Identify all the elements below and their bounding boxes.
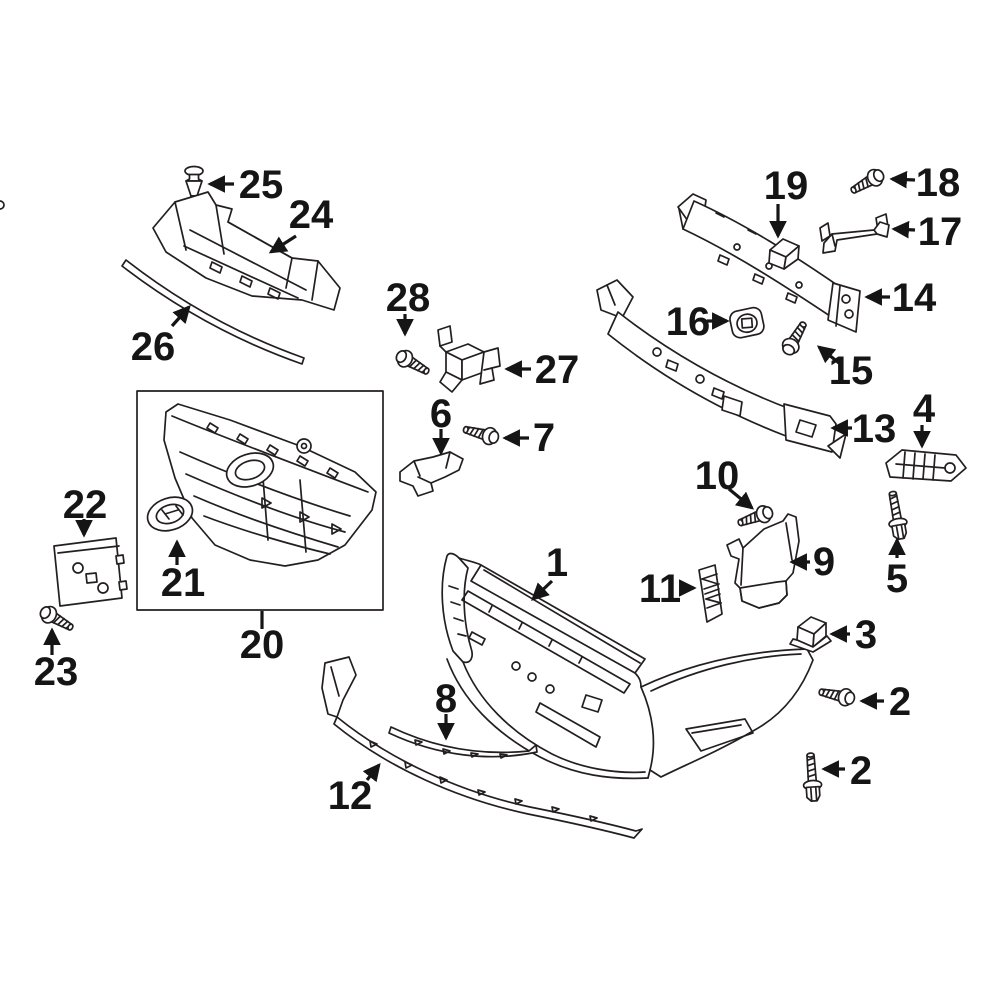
callout-28-label: 28 <box>386 276 431 320</box>
callout-15-label: 15 <box>829 349 874 393</box>
part-4-grid-bracket <box>885 449 967 482</box>
callout-2a-label: 2 <box>889 680 911 724</box>
part-8-cover-strip <box>388 726 538 759</box>
grille-grommet <box>296 438 312 454</box>
callout-5-label: 5 <box>886 557 908 601</box>
part-21-emblem <box>146 496 194 532</box>
callout-19-label: 19 <box>764 164 809 208</box>
callout-11-label: 11 <box>639 567 681 611</box>
callout-26-arrow <box>170 305 191 328</box>
part-1-bumper-cover <box>441 552 814 780</box>
part-19-bracket-clip <box>768 238 800 270</box>
callout-26-label: 26 <box>131 325 176 369</box>
callout-21-label: 21 <box>161 561 206 605</box>
callout-1-arrow <box>531 579 554 601</box>
callout-10-label: 10 <box>695 454 740 498</box>
part-27-bracket <box>437 325 501 393</box>
callout-6-label: 6 <box>430 392 452 436</box>
callout-10-arrow <box>727 487 755 510</box>
callout-16-label: 16 <box>666 300 711 344</box>
part-16-nut <box>729 306 765 339</box>
callout-2b-label: 2 <box>850 749 872 793</box>
part-13-energy-absorber <box>596 279 847 459</box>
part-12-lower-strip <box>321 656 643 839</box>
grille-emblem-mount <box>225 452 275 488</box>
callout-18-label: 18 <box>916 161 961 205</box>
part-17-bracket <box>819 213 890 254</box>
callout-13-label: 13 <box>852 407 897 451</box>
callout-labels: 25 24 26 28 27 6 7 20 21 22 23 19 18 17 … <box>34 161 963 818</box>
callout-14-label: 14 <box>892 276 937 320</box>
callout-24-arrow <box>268 234 297 254</box>
callout-3-label: 3 <box>855 613 877 657</box>
callout-12-label: 12 <box>328 774 373 818</box>
callout-20-label: 20 <box>240 623 285 667</box>
callout-17-label: 17 <box>918 210 963 254</box>
part-14-impact-bar <box>0 193 861 333</box>
part-11-side-support <box>698 564 723 623</box>
group-box-20 <box>136 390 384 611</box>
part-22-license-bracket <box>53 537 128 607</box>
callout-25-label: 25 <box>239 163 284 207</box>
callout-1-label: 1 <box>546 541 568 585</box>
part-6-bracket <box>399 451 464 497</box>
callout-24-label: 24 <box>289 193 334 237</box>
callout-leader-lines <box>43 170 931 783</box>
callout-22-label: 22 <box>63 483 108 527</box>
callout-15-arrow <box>816 345 840 365</box>
callout-9-label: 9 <box>813 540 835 584</box>
part-3-clip <box>789 616 832 653</box>
callout-12-arrow <box>362 762 381 783</box>
callout-17-arrow <box>891 220 916 239</box>
callout-8-label: 8 <box>435 677 457 721</box>
callout-27-label: 27 <box>535 348 580 392</box>
callout-18-arrow <box>889 170 916 189</box>
callout-23-label: 23 <box>34 650 79 694</box>
callout-4-label: 4 <box>913 387 936 431</box>
part-24-grille-shutter-assembly <box>152 191 341 311</box>
callout-7-label: 7 <box>533 416 555 460</box>
part-20-grille-assembly <box>136 390 384 611</box>
